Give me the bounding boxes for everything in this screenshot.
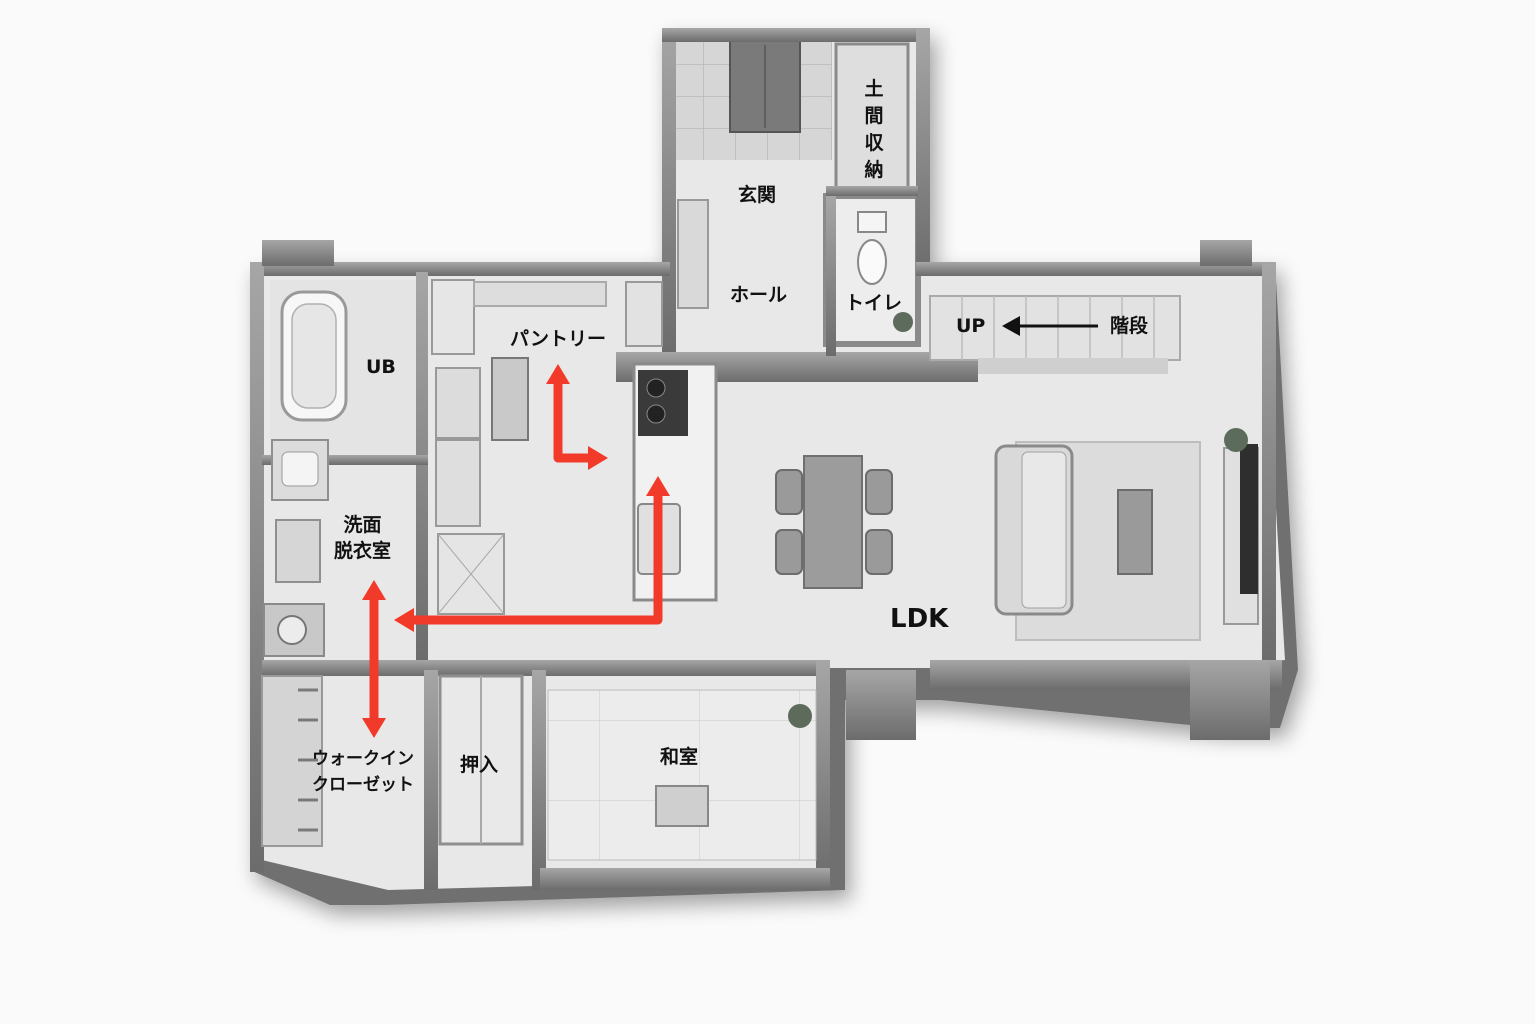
red-arrow-kitchen xyxy=(405,487,663,625)
washroom-fixtures xyxy=(263,439,329,657)
red-arrow-pantry xyxy=(553,375,595,463)
closets xyxy=(261,674,524,847)
circulation-arrows xyxy=(369,375,663,727)
coffee-table xyxy=(1117,489,1153,575)
room-label-stairs: 階段 xyxy=(1110,315,1149,337)
room-label-washroom: 洗面 脱衣室 xyxy=(334,514,392,562)
tv xyxy=(1240,444,1258,594)
low-table xyxy=(655,785,709,827)
room-label-genkan: 玄関 xyxy=(738,184,777,206)
genkan-area xyxy=(672,39,921,347)
living-area xyxy=(994,428,1259,641)
dining-set xyxy=(775,455,893,589)
walls xyxy=(250,28,1282,890)
room-label-washitsu: 和室 xyxy=(660,746,699,768)
washitsu-area xyxy=(547,689,817,861)
room-label-ldk: LDK xyxy=(890,604,949,634)
stairs-up-arrow xyxy=(1002,316,1098,336)
room-label-pantry: パントリー xyxy=(510,328,606,350)
room-label-toilet: トイレ xyxy=(845,292,903,314)
toilet-bowl xyxy=(857,239,887,285)
staircase xyxy=(929,295,1181,374)
room-label-ub: UB xyxy=(366,356,396,378)
fridge xyxy=(491,357,529,441)
room-label-oshiire: 押入 xyxy=(460,754,499,776)
arrowheads xyxy=(362,364,670,738)
room-label-genkan-storage: 土 間 収 納 xyxy=(864,78,884,181)
bathroom xyxy=(270,280,416,455)
kitchen xyxy=(431,279,718,615)
cooktop xyxy=(638,370,688,436)
room-label-hall: ホール xyxy=(730,284,788,306)
room-label-up: UP xyxy=(956,315,986,337)
room-label-walk-in-closet: ウォークイン クローゼット xyxy=(312,749,414,795)
